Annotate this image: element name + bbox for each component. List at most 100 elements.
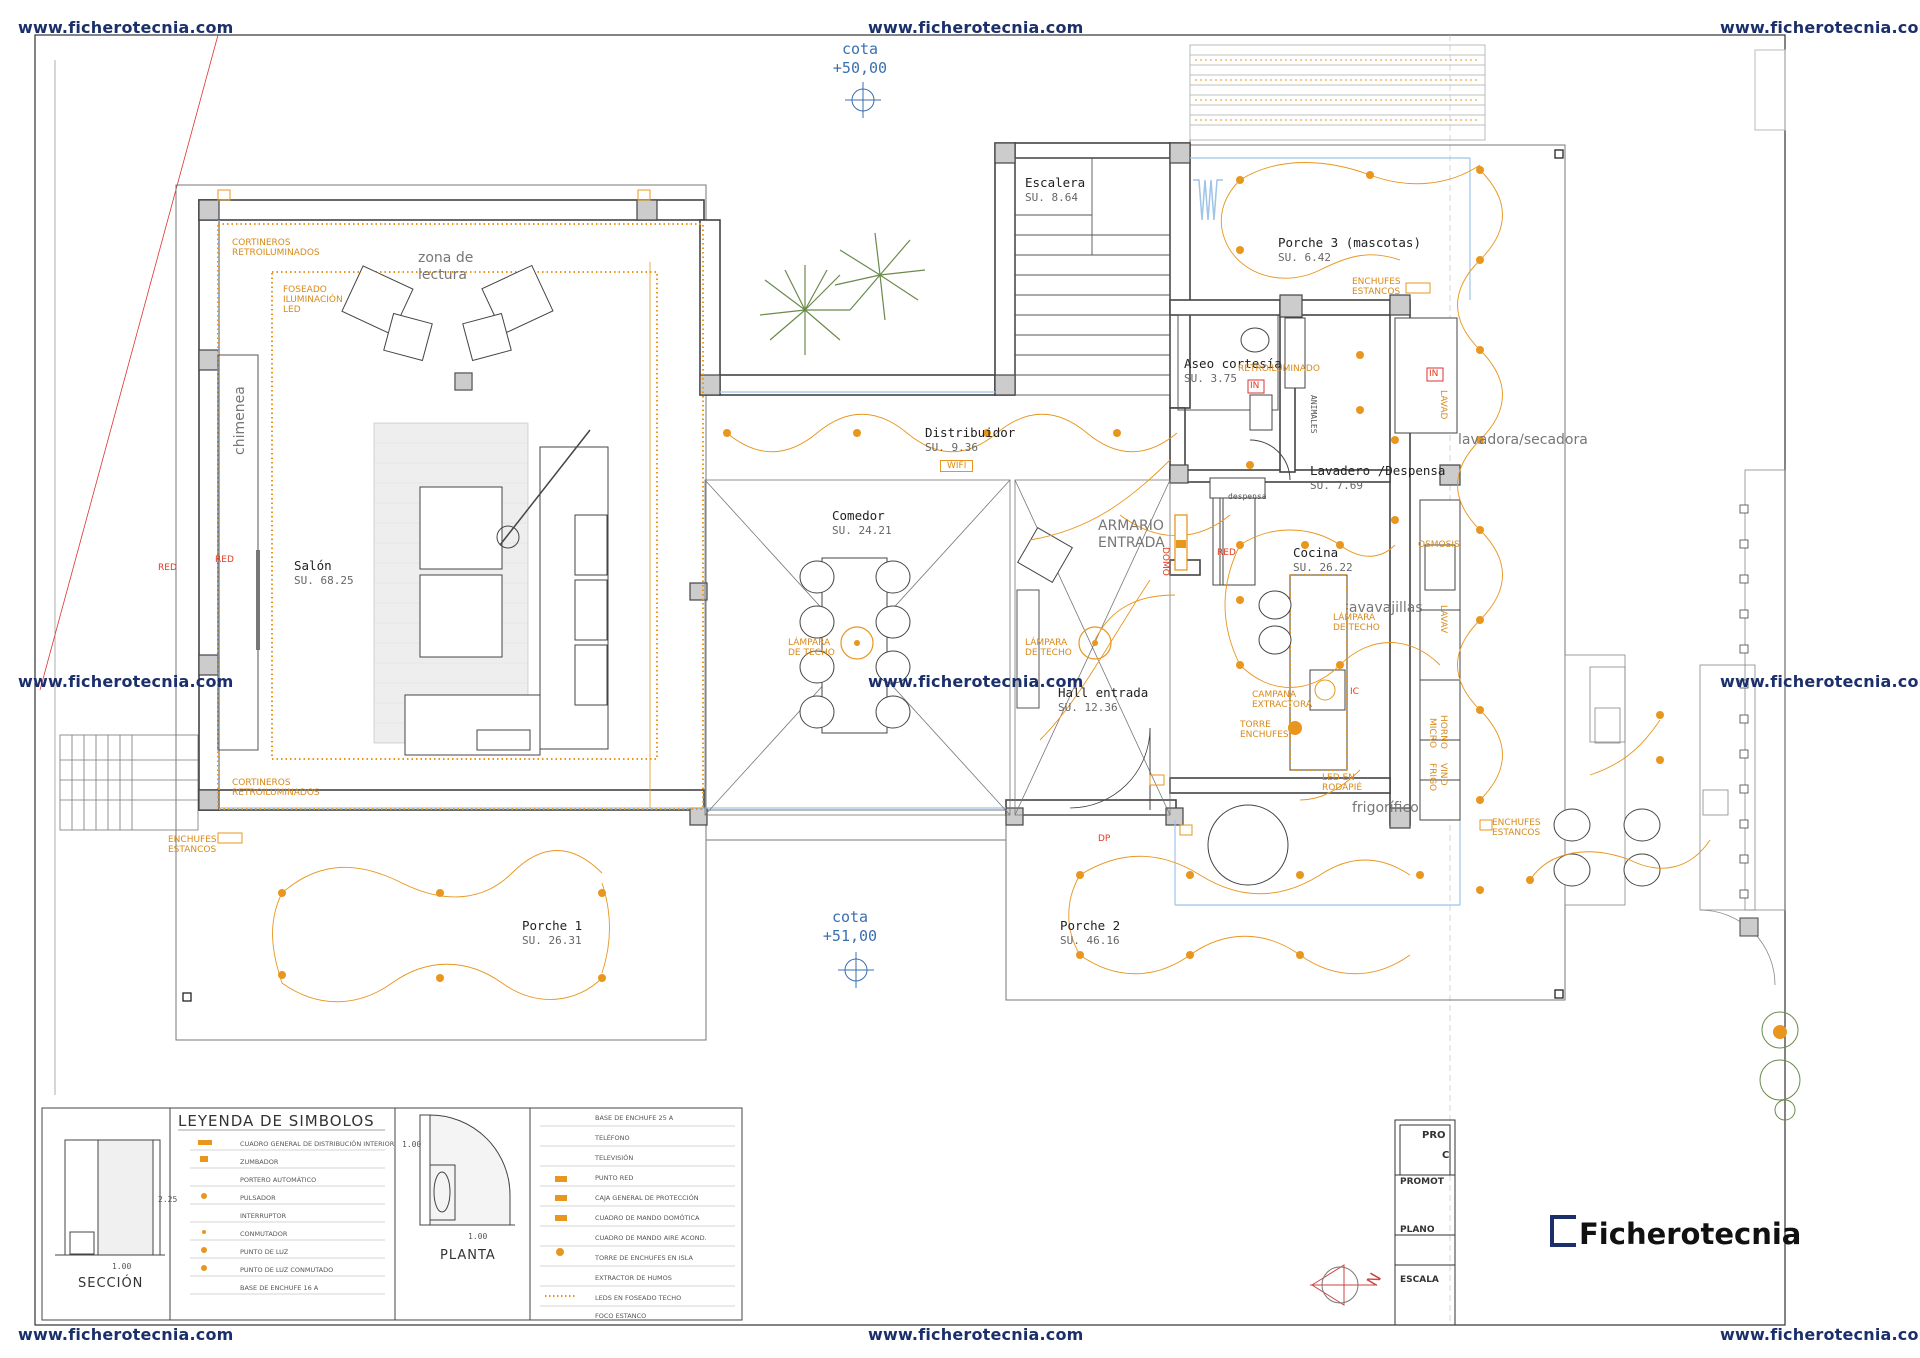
room-distribuidor-area: SU. 9.36	[925, 441, 978, 454]
label-retroiluminado: RETROILUMINADO	[1238, 364, 1320, 374]
level-bottom-value: +51,00	[822, 927, 878, 945]
label-enchufes-right-1: ENCHUFES	[1492, 818, 1541, 828]
label-lampara-hall-1: LÁMPARA	[1025, 638, 1068, 648]
label-lampara-comedor-2: DE TECHO	[788, 648, 835, 658]
label-lampara-comedor-1: LÁMPARA	[788, 638, 831, 648]
legend-right-item-3: PUNTO RED	[595, 1174, 634, 1182]
label-foseado-3: LED	[283, 305, 301, 315]
legend-right-item-7: TORRE DE ENCHUFES EN ISLA	[595, 1254, 693, 1262]
watermark-mid-right: www.ficherotecnia.com	[1720, 672, 1920, 691]
legend-right-item-5: CUADRO DE MANDO DOMÓTICA	[595, 1214, 700, 1222]
room-aseo-area: SU. 3.75	[1184, 372, 1237, 385]
room-porche1-area: SU. 26.31	[522, 934, 582, 947]
label-micro: MICRO	[1427, 718, 1437, 749]
label-lavavajillas: lavavajillas	[1345, 600, 1423, 616]
label-ic: IC	[1350, 687, 1359, 697]
watermark-bottom-center: www.ficherotecnia.com	[868, 1325, 1084, 1344]
legend-dim-100b: 1.00	[402, 1140, 422, 1149]
label-lampara-cocina-2: DE TECHO	[1333, 623, 1380, 633]
legend-title: LEYENDA DE SIMBOLOS	[178, 1112, 375, 1130]
legend-left-item-1: ZUMBADOR	[240, 1158, 279, 1166]
label-foseado-2: ILUMINACIÓN	[283, 295, 343, 305]
watermark-top-center: www.ficherotecnia.com	[868, 18, 1084, 37]
legend-left-item-0: CUADRO GENERAL DE DISTRIBUCIÓN INTERIOR	[240, 1140, 395, 1148]
label-in-2: IN	[1429, 369, 1439, 379]
legend-right-item-1: TELÉFONO	[595, 1134, 630, 1142]
label-enchufes-left-2: ESTANCOS	[168, 845, 217, 855]
label-enchufes-left-1: ENCHUFES	[168, 835, 217, 845]
pergola	[1189, 44, 1486, 141]
room-comedor-name: Comedor	[832, 508, 885, 523]
legend-left-item-3: PULSADOR	[240, 1194, 276, 1202]
label-domo: DOMO	[1160, 547, 1170, 576]
label-despensa: despensa	[1228, 492, 1267, 501]
room-distribuidor-name: Distribuidor	[925, 425, 1016, 440]
legend-right-item-9: LEDS EN FOSEADO TECHO	[595, 1294, 682, 1302]
level-top-label: cota	[841, 40, 879, 58]
label-lavadora-v: LAVAD	[1438, 390, 1448, 420]
label-lampara-cocina-1: LÁMPARA	[1333, 613, 1376, 623]
legend-dim-100c: 1.00	[468, 1232, 488, 1241]
titleblock-plano: PLANO	[1400, 1225, 1435, 1235]
label-led-rodapie-1: LED EN	[1322, 773, 1355, 783]
label-cortineros-top-2: RETROILUMINADOS	[232, 248, 320, 258]
room-porche2-area: SU. 46.16	[1060, 934, 1120, 947]
label-armario-1: ARMARIO	[1098, 518, 1164, 534]
label-red-2: RED	[215, 555, 234, 565]
label-animales: ANIMALES	[1309, 395, 1318, 434]
label-zona-lectura-1: zona de	[418, 250, 474, 266]
level-bottom: cota +51,00	[820, 908, 880, 946]
label-enchufes-p3-2: ESTANCOS	[1352, 287, 1401, 297]
room-lavadero-area: SU. 7.69	[1310, 479, 1363, 492]
titleblock-c: C	[1442, 1150, 1450, 1161]
watermark-top-left: www.ficherotecnia.com	[18, 18, 234, 37]
legend-dim-100a: 1.00	[112, 1262, 132, 1271]
label-vino: VINO	[1438, 763, 1448, 786]
legend-right-item-8: EXTRACTOR DE HUMOS	[595, 1274, 672, 1282]
ficherotecnia-logo: Ficherotecnia	[1550, 1215, 1801, 1251]
legend-right-item-6: CUADRO DE MANDO AIRE ACOND.	[595, 1234, 707, 1242]
room-comedor-area: SU. 24.21	[832, 524, 892, 537]
room-cocina-name: Cocina	[1293, 545, 1339, 560]
room-salon-area: SU. 68.25	[294, 574, 354, 587]
room-cocina-area: SU. 26.22	[1293, 561, 1353, 574]
legend-right-item-10: FOCO ESTANCO	[595, 1312, 647, 1320]
label-in-1: IN	[1250, 381, 1260, 391]
room-porche2-name: Porche 2	[1060, 918, 1121, 933]
room-escalera-area: SU. 8.64	[1025, 191, 1078, 204]
label-cortineros-bottom-2: RETROILUMINADOS	[232, 788, 320, 798]
label-campana-1: CAMPANA	[1252, 690, 1297, 700]
label-lavadora: lavadora/secadora	[1458, 432, 1588, 448]
legend-left-item-7: PUNTO DE LUZ CONMUTADO	[240, 1266, 334, 1274]
watermark-mid-center: www.ficherotecnia.com	[868, 672, 1084, 691]
room-porche1-name: Porche 1	[522, 918, 583, 933]
label-armario-2: ENTRADA	[1098, 535, 1165, 551]
watermark-top-right: www.ficherotecnia.com	[1720, 18, 1920, 37]
label-lampara-hall-2: DE TECHO	[1025, 648, 1072, 658]
logo-mark-icon	[1550, 1215, 1576, 1247]
label-cortineros-top-1: CORTINEROS	[232, 238, 291, 248]
legend-right-item-4: CAJA GENERAL DE PROTECCIÓN	[595, 1194, 699, 1202]
legend-seccion: SECCIÓN	[78, 1276, 144, 1291]
room-hall-name: Hall entrada	[1058, 685, 1149, 700]
label-osmosis: OSMOSIS	[1418, 540, 1460, 550]
level-top-value: +50,00	[832, 59, 888, 77]
